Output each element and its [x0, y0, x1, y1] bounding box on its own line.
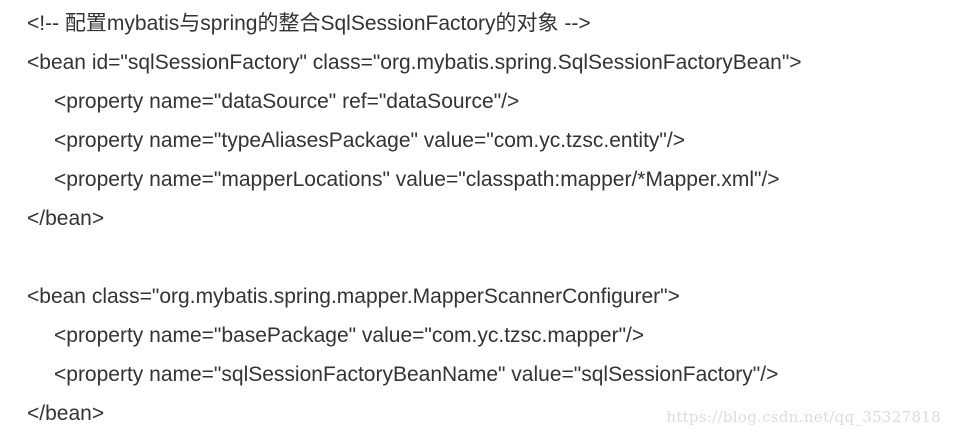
code-line-bean-open-mapper-scanner: <bean class="org.mybatis.spring.mapper.M…: [27, 285, 680, 308]
code-line-bean-close-2: </bean>: [27, 402, 105, 425]
code-line-comment: <!-- 配置mybatis与spring的整合SqlSessionFactor…: [27, 12, 591, 35]
code-line-property-base-package: <property name="basePackage" value="com.…: [54, 324, 645, 347]
code-line-property-datasource: <property name="dataSource" ref="dataSou…: [54, 90, 520, 113]
code-line-bean-open-session-factory: <bean id="sqlSessionFactory" class="org.…: [27, 51, 802, 74]
code-block: <!-- 配置mybatis与spring的整合SqlSessionFactor…: [27, 4, 953, 433]
code-line-property-mapper-locations: <property name="mapperLocations" value="…: [54, 168, 780, 191]
watermark-url: https://blog.csdn.net/qq_35327818: [666, 408, 941, 426]
code-line-property-session-factory-bean-name: <property name="sqlSessionFactoryBeanNam…: [54, 363, 779, 386]
code-line-property-type-aliases: <property name="typeAliasesPackage" valu…: [54, 129, 685, 152]
code-line-blank: [27, 238, 953, 277]
code-line-bean-close-1: </bean>: [27, 207, 105, 230]
